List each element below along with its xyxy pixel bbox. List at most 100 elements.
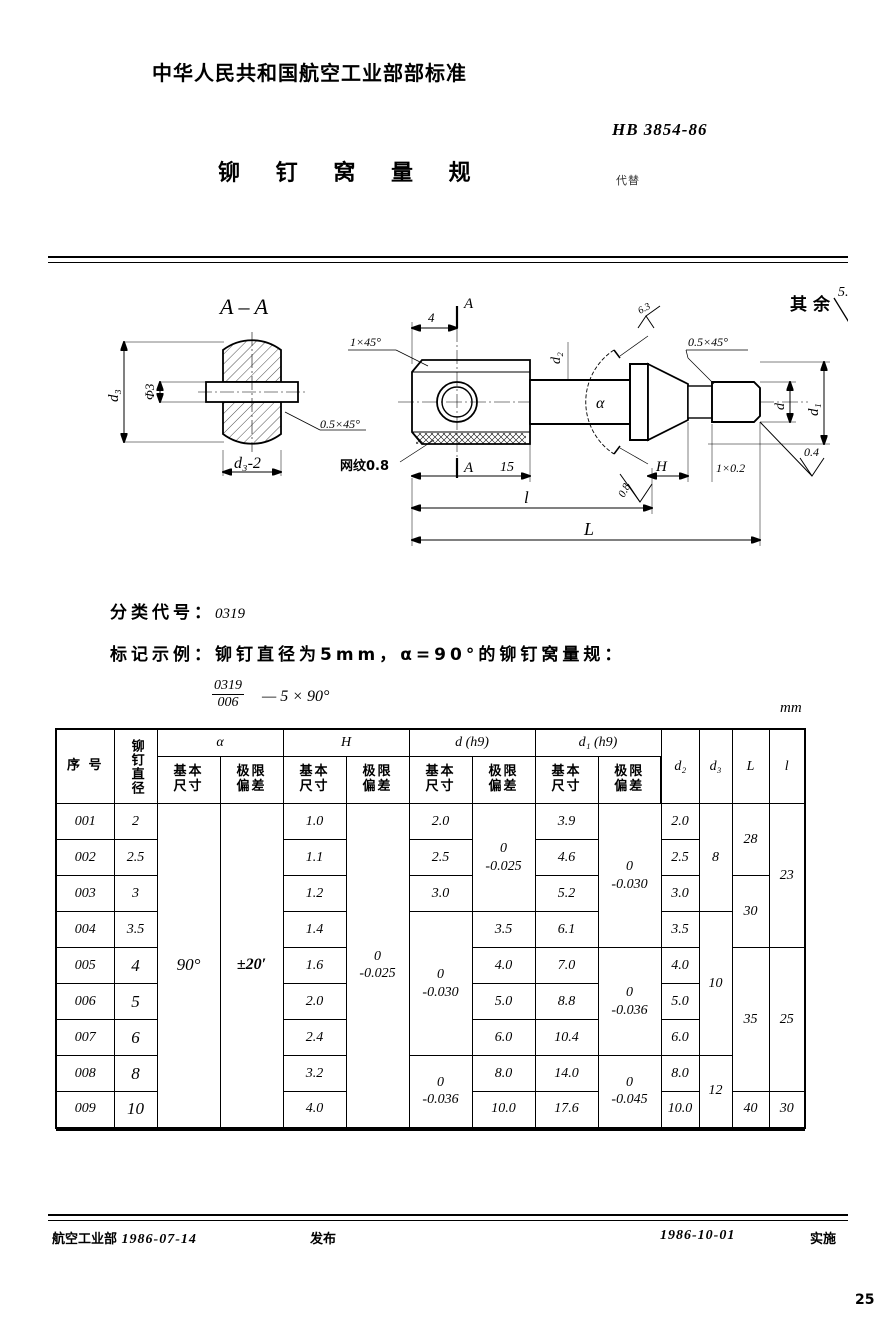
marking-text: 铆钉直径为5mm，α=90°的铆钉窝量规：: [215, 645, 626, 665]
footer-publish-label: 发布: [310, 1232, 337, 1247]
svg-text:0.5×45°: 0.5×45°: [320, 417, 360, 431]
cell-serial: 007: [55, 1019, 115, 1056]
unit-label: mm: [780, 700, 802, 716]
cell-L: 35: [731, 947, 770, 1092]
svg-text:A: A: [463, 296, 474, 312]
cell-H-dev: 0 -0.025: [345, 803, 410, 1128]
cell-d-basic: 8.0: [471, 1055, 536, 1092]
cell-d1-basic: 7.0: [534, 947, 599, 984]
cell-serial: 004: [55, 911, 115, 948]
cell-H-basic: 1.2: [282, 875, 347, 912]
cell-rivet-dia: 6: [113, 1019, 158, 1056]
cell-d2: 6.0: [660, 1019, 700, 1056]
cell-serial: 003: [55, 875, 115, 912]
cell-d1-basic: 10.4: [534, 1019, 599, 1056]
header-d-dev: 极限偏差: [471, 756, 536, 804]
header-d-basic: 基本尺寸: [408, 756, 473, 804]
cell-d3: 8: [698, 803, 733, 912]
cell-rivet-dia: 10: [113, 1091, 158, 1129]
svg-text:d₃-2: d₃-2: [234, 455, 261, 472]
svg-text:d₂: d₂: [549, 352, 564, 364]
svg-text:1×45°: 1×45°: [350, 335, 381, 349]
svg-text:Φ3: Φ3: [142, 383, 157, 400]
cell-d2: 3.5: [660, 911, 700, 948]
cell-d-basic: 3.0: [408, 875, 473, 912]
header-d1: d₁ (h9): [534, 728, 662, 757]
svg-text:d: d: [773, 402, 788, 410]
cell-d-basic: 2.5: [408, 839, 473, 876]
ministry-heading: 中华人民共和国航空工业部部标准: [152, 61, 467, 85]
marking-fraction: 0319 006: [212, 678, 244, 711]
cell-d1-dev: 0 -0.045: [597, 1055, 662, 1128]
specification-table: 序 号 铆钉直径 α H d (h9) d₁ (h9) d₂ d₃ L l 基本…: [55, 728, 806, 1131]
cell-H-basic: 2.4: [282, 1019, 347, 1056]
cell-rivet-dia: 8: [113, 1055, 158, 1092]
marking-example-note: 标记示例：铆钉直径为5mm，α=90°的铆钉窝量规：: [110, 640, 625, 665]
cell-d1-basic: 14.0: [534, 1055, 599, 1092]
header-rivet-diameter: 铆钉直径: [113, 728, 158, 804]
footer-divider: [48, 1214, 848, 1216]
header-alpha-basic: 基本尺寸: [156, 756, 221, 804]
svg-text:l: l: [524, 488, 529, 507]
cell-l: 23: [768, 803, 806, 948]
svg-text:0.4: 0.4: [804, 445, 819, 459]
cell-d-dev: 0 -0.030: [408, 911, 473, 1056]
cell-H-basic: 4.0: [282, 1091, 347, 1129]
classification-value: 0319: [215, 606, 245, 622]
cell-d-dev: 0 -0.025: [471, 803, 536, 912]
cell-d3: 10: [698, 911, 733, 1056]
header-d1-dev: 极限偏差: [597, 756, 662, 804]
cell-serial: 009: [55, 1091, 115, 1129]
cell-d-basic: 10.0: [471, 1091, 536, 1129]
cell-alpha-basic: 90°: [156, 803, 221, 1128]
cell-d-dev: 0 -0.036: [408, 1055, 473, 1128]
header-divider-thin: [48, 262, 848, 263]
svg-text:0.5×45°: 0.5×45°: [688, 335, 728, 349]
cell-d1-dev: 0 -0.030: [597, 803, 662, 948]
cell-L: 40: [731, 1091, 770, 1129]
cell-L: 28: [731, 803, 770, 876]
cell-d1-basic: 8.8: [534, 983, 599, 1020]
cell-d2: 2.0: [660, 803, 700, 840]
cell-rivet-dia: 3.5: [113, 911, 158, 948]
marking-dimensions: — 5 × 90°: [262, 688, 330, 705]
svg-text:L: L: [583, 519, 594, 539]
cell-H-basic: 2.0: [282, 983, 347, 1020]
cell-l: 30: [768, 1091, 806, 1129]
header-L: L: [731, 728, 770, 804]
svg-text:d₁: d₁: [806, 403, 822, 416]
table-bottom-rule: [56, 1126, 805, 1131]
header-d2: d₂: [660, 728, 700, 804]
svg-text:4: 4: [428, 310, 435, 325]
header-d: d (h9): [408, 728, 536, 757]
cell-d3: 12: [698, 1055, 733, 1128]
svg-text:A: A: [463, 460, 474, 476]
svg-text:5.2: 5.2: [838, 285, 848, 300]
svg-text:其余: 其余: [790, 294, 836, 315]
header-alpha: α: [156, 728, 284, 757]
svg-text:15: 15: [500, 460, 514, 475]
cell-d-basic: 5.0: [471, 983, 536, 1020]
replaces-label: 代替: [616, 174, 640, 187]
cell-rivet-dia: 4: [113, 947, 158, 984]
cell-d2: 2.5: [660, 839, 700, 876]
marking-denominator: 006: [217, 695, 239, 710]
svg-text:网纹0.8: 网纹0.8: [340, 458, 389, 474]
cell-H-basic: 1.6: [282, 947, 347, 984]
cell-d1-basic: 6.1: [534, 911, 599, 948]
cell-rivet-dia: 5: [113, 983, 158, 1020]
cell-rivet-dia: 3: [113, 875, 158, 912]
footer-implement-label: 实施: [810, 1232, 837, 1247]
svg-text:A – A: A – A: [218, 294, 269, 319]
cell-rivet-dia: 2: [113, 803, 158, 840]
svg-text:1×0.2: 1×0.2: [716, 461, 745, 475]
marking-numerator: 0319: [212, 678, 244, 695]
cell-d-basic: 6.0: [471, 1019, 536, 1056]
cell-H-basic: 1.4: [282, 911, 347, 948]
document-title: 铆 钉 窝 量 规: [218, 161, 485, 186]
svg-text:6.3: 6.3: [636, 301, 652, 317]
cell-H-basic: 1.1: [282, 839, 347, 876]
svg-text:H: H: [655, 459, 668, 475]
svg-text:α: α: [596, 395, 605, 412]
